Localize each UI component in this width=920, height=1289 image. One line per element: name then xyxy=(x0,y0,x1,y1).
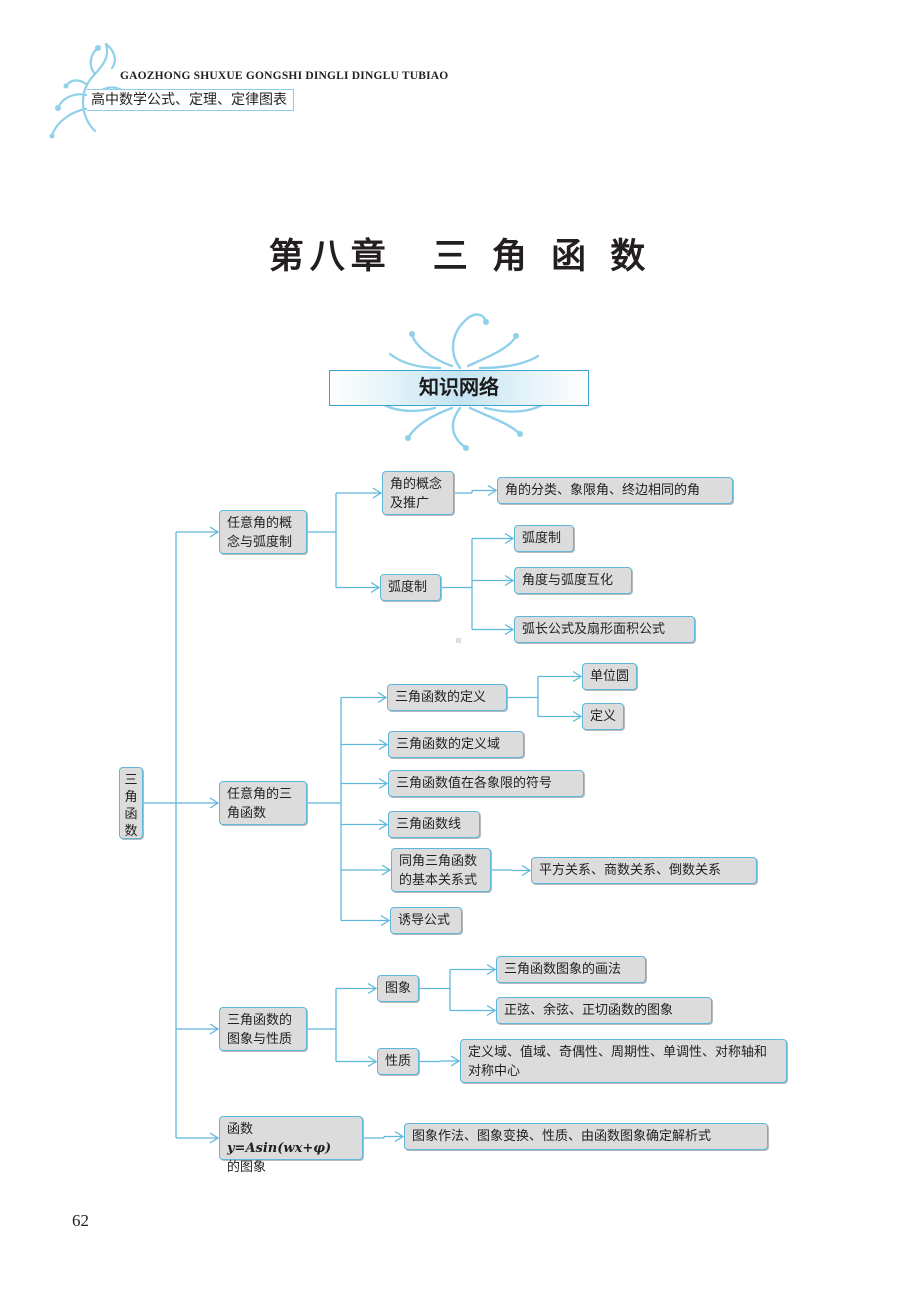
section-banner: 知识网络 xyxy=(329,370,589,406)
leaf-node: 角度与弧度互化 xyxy=(514,567,632,594)
branch-label-prefix: 函数 xyxy=(227,1122,254,1137)
connector-arrowhead xyxy=(486,963,497,976)
connector-arrowhead xyxy=(378,818,389,831)
child-node: 性质 xyxy=(377,1048,419,1075)
leaf-node: 定义域、值域、奇偶性、周期性、单调性、对称轴和对称中心 xyxy=(460,1039,787,1083)
branch-node: 任意角的三角函数 xyxy=(219,781,307,825)
connector-arrowhead xyxy=(209,526,220,538)
connector-arrowhead xyxy=(504,574,515,587)
chapter-title: 第八章 三 角 函 数 xyxy=(268,236,652,277)
child-node: 弧度制 xyxy=(380,574,441,601)
floral-ornament-icon xyxy=(378,313,546,451)
connector-arrowhead xyxy=(394,1130,405,1143)
connector-arrowhead xyxy=(504,623,515,636)
child-node: 三角函数值在各象限的符号 xyxy=(388,770,584,797)
connector-arrowhead xyxy=(572,670,583,683)
connector-arrowhead xyxy=(377,691,388,704)
root-node: 三角函数 xyxy=(119,767,143,839)
connector-arrowhead xyxy=(378,738,389,751)
connector-arrowhead xyxy=(381,864,392,876)
connector-arrowhead xyxy=(380,914,391,927)
child-node: 诱导公式 xyxy=(390,907,462,934)
header-title-en: GAOZHONG SHUXUE GONGSHI DINGLI DINGLU TU… xyxy=(120,70,449,82)
child-node: 三角函数线 xyxy=(388,811,480,838)
connector-arrowhead xyxy=(209,797,220,809)
page-number: 62 xyxy=(72,1211,89,1230)
connector-arrowhead xyxy=(487,484,498,497)
child-node: 三角函数的定义 xyxy=(387,684,507,711)
leaf-node: 平方关系、商数关系、倒数关系 xyxy=(531,857,757,884)
connector-arrowhead xyxy=(378,777,389,790)
connector-arrowhead xyxy=(450,1055,461,1067)
formula-label: y=Asin(wx+φ) xyxy=(227,1141,332,1156)
leaf-node: 三角函数图象的画法 xyxy=(496,956,646,983)
connector-arrowhead xyxy=(367,982,378,995)
connector-arrowhead xyxy=(209,1023,220,1035)
section-banner-label: 知识网络 xyxy=(419,375,499,399)
connector-arrowhead xyxy=(370,581,381,594)
connector-arrowhead xyxy=(367,1055,378,1068)
connector-arrowhead xyxy=(486,1004,497,1017)
connector-arrowhead xyxy=(372,487,383,499)
branch-label-suffix: 的图象 xyxy=(227,1160,267,1175)
connector-arrowhead xyxy=(521,864,532,877)
child-node: 三角函数的定义域 xyxy=(388,731,524,758)
branch-node: 函数 y=Asin(wx+φ) 的图象 xyxy=(219,1116,363,1175)
connector-arrowhead xyxy=(572,710,583,723)
header-title-zh: 高中数学公式、定理、定律图表 xyxy=(87,89,294,111)
branch-node: 三角函数的图象与性质 xyxy=(219,1007,307,1051)
leaf-node: 角的分类、象限角、终边相同的角 xyxy=(497,477,733,504)
child-node: 图象 xyxy=(377,975,419,1002)
leaf-node: 单位圆 xyxy=(582,663,637,690)
leaf-node: 弧长公式及扇形面积公式 xyxy=(514,616,695,643)
leaf-node: 弧度制 xyxy=(514,525,574,552)
leaf-node: 定义 xyxy=(582,703,624,730)
child-node: 图象作法、图象变换、性质、由函数图象确定解析式 xyxy=(404,1123,768,1150)
connector-arrowhead xyxy=(209,1132,220,1144)
child-node: 同角三角函数的基本关系式 xyxy=(391,848,491,892)
connector-arrowhead xyxy=(504,532,515,545)
child-node: 角的概念及推广 xyxy=(382,471,454,515)
leaf-node: 正弦、余弦、正切函数的图象 xyxy=(496,997,712,1024)
branch-node: 任意角的概念与弧度制 xyxy=(219,510,307,554)
divider-dot xyxy=(456,638,461,643)
